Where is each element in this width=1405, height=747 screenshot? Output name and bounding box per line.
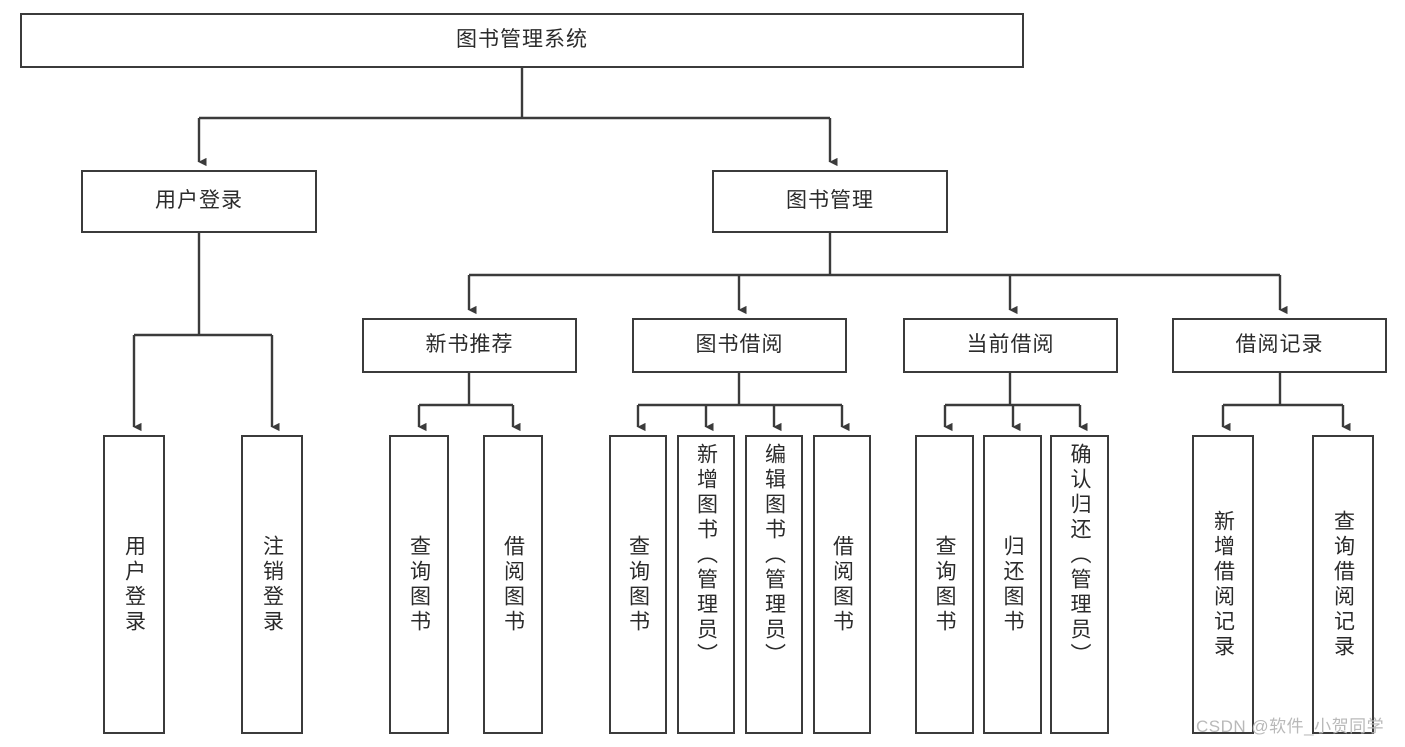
node-leaf-confirm-return[interactable]: 确认归还（管理员）: [1050, 435, 1109, 734]
node-new-book-rec[interactable]: 新书推荐: [362, 318, 577, 373]
node-leaf-user-login-label: 用户登录: [122, 534, 146, 635]
node-leaf-add-record[interactable]: 新增借阅记录: [1192, 435, 1254, 734]
node-leaf-borrow-book-1-label: 借阅图书: [501, 534, 525, 635]
node-book-borrow-label: 图书借阅: [695, 333, 784, 357]
node-leaf-logout-label: 注销登录: [260, 534, 284, 635]
node-root[interactable]: 图书管理系统: [20, 13, 1024, 68]
node-borrow-record-label: 借阅记录: [1235, 333, 1324, 357]
node-leaf-borrow-book-2-label: 借阅图书: [830, 534, 854, 635]
node-leaf-query-book-2-label: 查询图书: [626, 534, 650, 635]
node-user-login-label: 用户登录: [155, 189, 243, 213]
node-leaf-query-book-1-label: 查询图书: [407, 534, 431, 635]
node-leaf-return-book[interactable]: 归还图书: [983, 435, 1042, 734]
node-leaf-edit-book[interactable]: 编辑图书（管理员）: [745, 435, 803, 734]
node-current-borrow[interactable]: 当前借阅: [903, 318, 1118, 373]
watermark-text: CSDN @软件_小贺同学: [1196, 717, 1385, 736]
node-book-manage[interactable]: 图书管理: [712, 170, 948, 233]
node-leaf-query-book-3[interactable]: 查询图书: [915, 435, 974, 734]
node-leaf-edit-book-label: 编辑图书（管理员）: [762, 443, 786, 668]
node-new-book-rec-label: 新书推荐: [425, 333, 514, 357]
node-leaf-return-book-label: 归还图书: [1001, 534, 1024, 635]
node-leaf-add-record-label: 新增借阅记录: [1211, 509, 1235, 660]
node-user-login[interactable]: 用户登录: [81, 170, 317, 233]
node-leaf-add-book[interactable]: 新增图书（管理员）: [677, 435, 735, 734]
node-book-borrow[interactable]: 图书借阅: [632, 318, 847, 373]
node-leaf-query-record[interactable]: 查询借阅记录: [1312, 435, 1374, 734]
node-leaf-user-login[interactable]: 用户登录: [103, 435, 165, 734]
node-leaf-query-book-3-label: 查询图书: [933, 534, 956, 635]
node-leaf-query-record-label: 查询借阅记录: [1331, 509, 1355, 660]
node-borrow-record[interactable]: 借阅记录: [1172, 318, 1387, 373]
node-current-borrow-label: 当前借阅: [966, 333, 1055, 357]
node-leaf-add-book-label: 新增图书（管理员）: [694, 443, 718, 668]
node-leaf-borrow-book-1[interactable]: 借阅图书: [483, 435, 543, 734]
node-leaf-query-book-1[interactable]: 查询图书: [389, 435, 449, 734]
node-leaf-query-book-2[interactable]: 查询图书: [609, 435, 667, 734]
node-root-label: 图书管理系统: [456, 28, 588, 52]
node-leaf-confirm-return-label: 确认归还（管理员）: [1068, 443, 1091, 668]
node-leaf-logout[interactable]: 注销登录: [241, 435, 303, 734]
node-book-manage-label: 图书管理: [786, 189, 874, 213]
node-leaf-borrow-book-2[interactable]: 借阅图书: [813, 435, 871, 734]
